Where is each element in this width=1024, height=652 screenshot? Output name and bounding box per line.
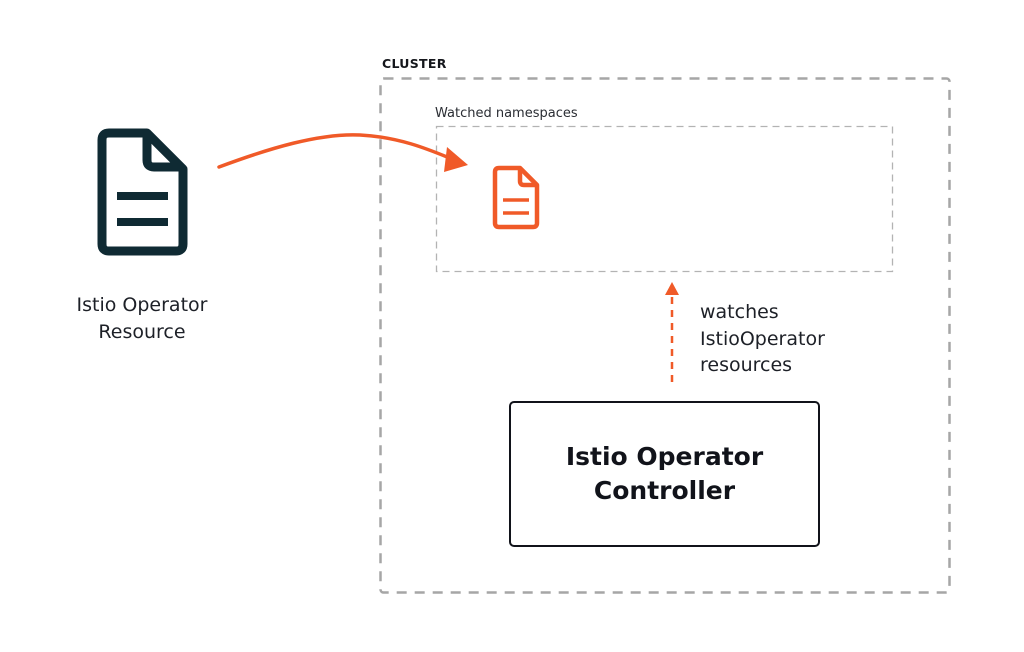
namespaces-label: Watched namespaces [435, 106, 578, 121]
watch-label-line1: watches [700, 301, 779, 323]
controller-title: Istio Operator Controller [566, 440, 763, 508]
apply-arrowhead-icon [444, 147, 468, 172]
resource-label: Istio Operator Resource [62, 292, 222, 346]
apply-arrow [217, 133, 454, 169]
resource-label-line1: Istio Operator [76, 294, 208, 316]
watch-label-line2: IstioOperator [700, 327, 825, 350]
watch-arrowhead-icon [665, 282, 679, 295]
controller-title-line2: Controller [593, 476, 736, 505]
watch-edge-label: watches IstioOperator resources [700, 299, 825, 379]
namespace-document-icon [492, 165, 540, 230]
controller-title-line1: Istio Operator [565, 442, 764, 471]
operator-controller-box: Istio Operator Controller [509, 401, 820, 547]
watch-label-line3: resources [700, 354, 793, 376]
namespaces-boundary [435, 125, 894, 273]
cluster-label: CLUSTER [382, 56, 447, 71]
resource-document-icon [97, 128, 188, 256]
resource-label-line2: Resource [98, 321, 186, 343]
